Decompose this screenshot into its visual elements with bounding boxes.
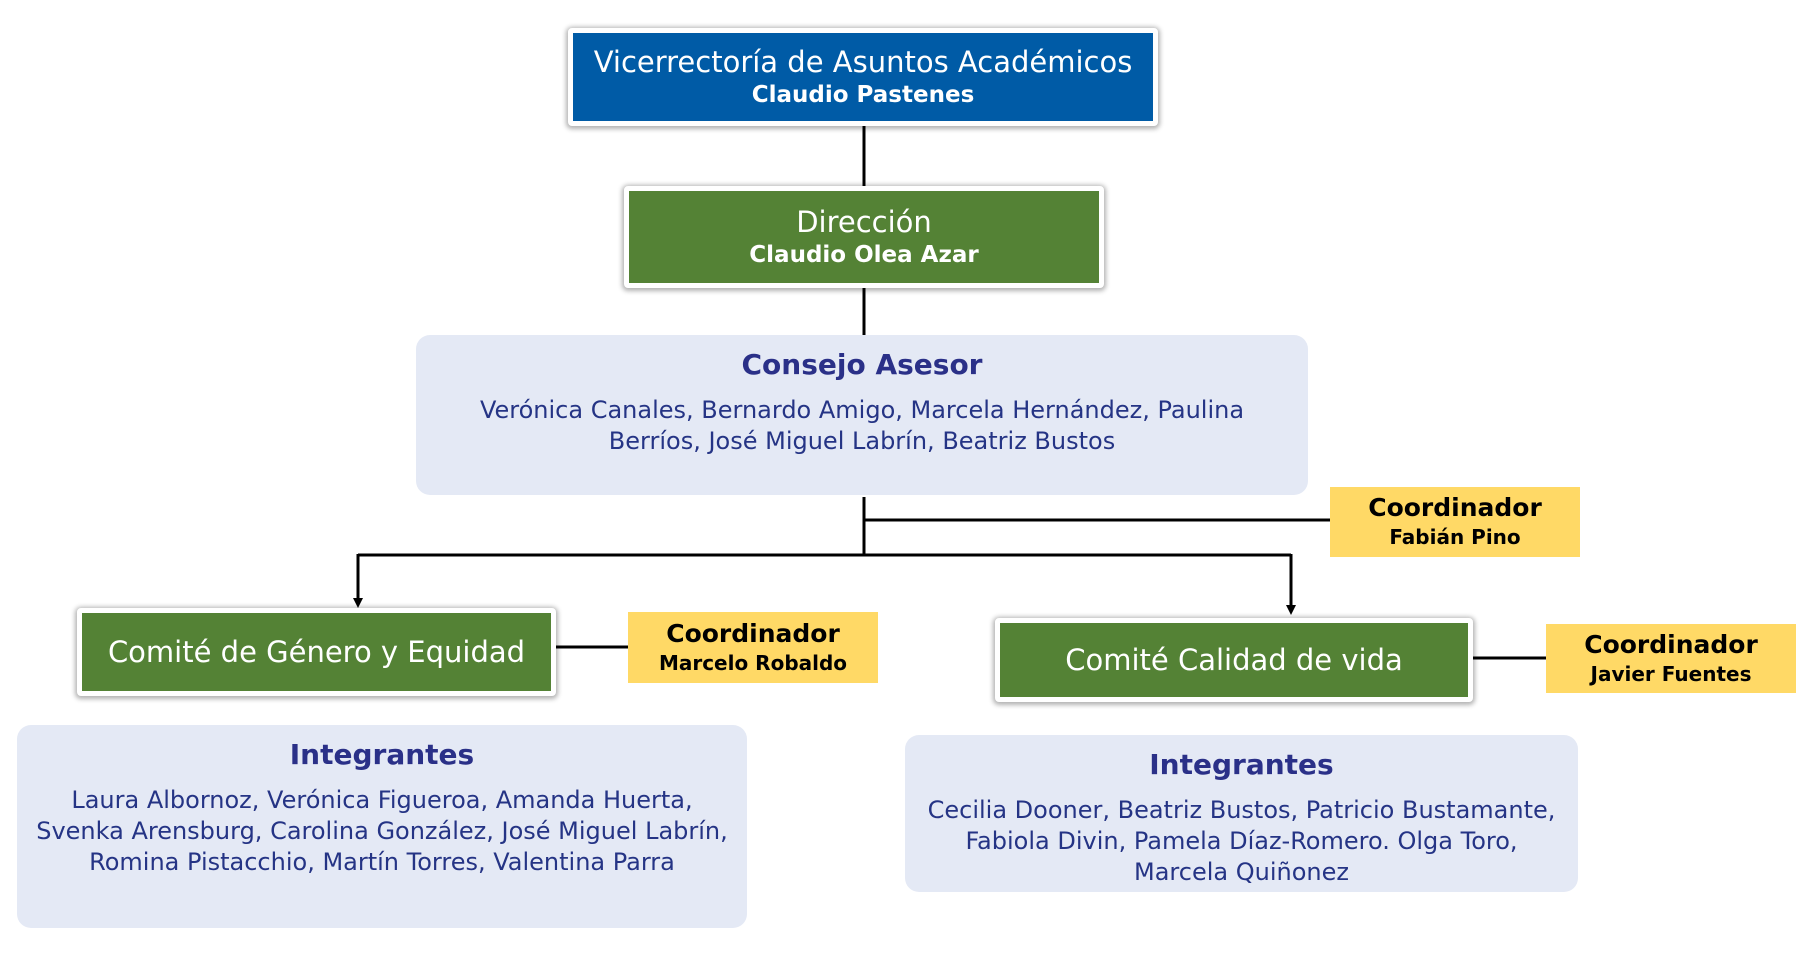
comite-calidad-title: Comité Calidad de vida — [1065, 643, 1403, 677]
integrantes-genero-panel: Integrantes Laura Albornoz, Verónica Fig… — [17, 725, 747, 928]
coordinador-calidad-name: Javier Fuentes — [1590, 661, 1752, 686]
consejo-asesor-title: Consejo Asesor — [741, 348, 983, 381]
vicerrectoria-box: Vicerrectoría de Asuntos Académicos Clau… — [568, 28, 1158, 126]
comite-genero-box: Comité de Género y Equidad — [77, 608, 556, 696]
consejo-asesor-panel: Consejo Asesor Verónica Canales, Bernard… — [416, 335, 1308, 495]
integrantes-calidad-panel: Integrantes Cecilia Dooner, Beatriz Bust… — [905, 735, 1578, 892]
coordinador-genero-box: Coordinador Marcelo Robaldo — [628, 612, 878, 683]
integrantes-genero-line-1: Laura Albornoz, Verónica Figueroa, Amand… — [71, 786, 693, 814]
coordinador-general-box: Coordinador Fabián Pino — [1330, 487, 1580, 557]
vicerrectoria-name: Claudio Pastenes — [751, 82, 975, 108]
integrantes-calidad-title: Integrantes — [1149, 748, 1334, 781]
consejo-members-line-1: Verónica Canales, Bernardo Amigo, Marcel… — [479, 396, 1245, 424]
integrantes-calidad-line-3: Marcela Quiñonez — [1134, 858, 1349, 886]
direccion-title: Dirección — [796, 205, 932, 239]
coordinador-general-title: Coordinador — [1368, 493, 1542, 522]
coordinador-general-name: Fabián Pino — [1389, 525, 1521, 549]
integrantes-genero-line-2: Svenka Arensburg, Carolina González, Jos… — [36, 817, 728, 845]
integrantes-calidad-line-2: Fabiola Divin, Pamela Díaz-Romero. Olga … — [965, 827, 1518, 855]
coordinador-genero-name: Marcelo Robaldo — [658, 650, 848, 675]
consejo-members-line-2: Berríos, José Miguel Labrín, Beatriz Bus… — [608, 427, 1116, 455]
coordinador-calidad-box: Coordinador Javier Fuentes — [1546, 624, 1796, 693]
direccion-name: Claudio Olea Azar — [749, 242, 979, 268]
coordinador-genero-title: Coordinador — [666, 618, 840, 648]
comite-genero-title: Comité de Género y Equidad — [107, 635, 526, 669]
comite-calidad-box: Comité Calidad de vida — [995, 618, 1473, 702]
vicerrectoria-title: Vicerrectoría de Asuntos Académicos — [593, 45, 1133, 79]
integrantes-calidad-line-1: Cecilia Dooner, Beatriz Bustos, Patricio… — [927, 796, 1556, 824]
integrantes-genero-line-3: Romina Pistacchio, Martín Torres, Valent… — [89, 848, 675, 876]
integrantes-genero-title: Integrantes — [289, 738, 475, 771]
direccion-box: Dirección Claudio Olea Azar — [624, 186, 1104, 288]
coordinador-calidad-title: Coordinador — [1584, 629, 1758, 659]
